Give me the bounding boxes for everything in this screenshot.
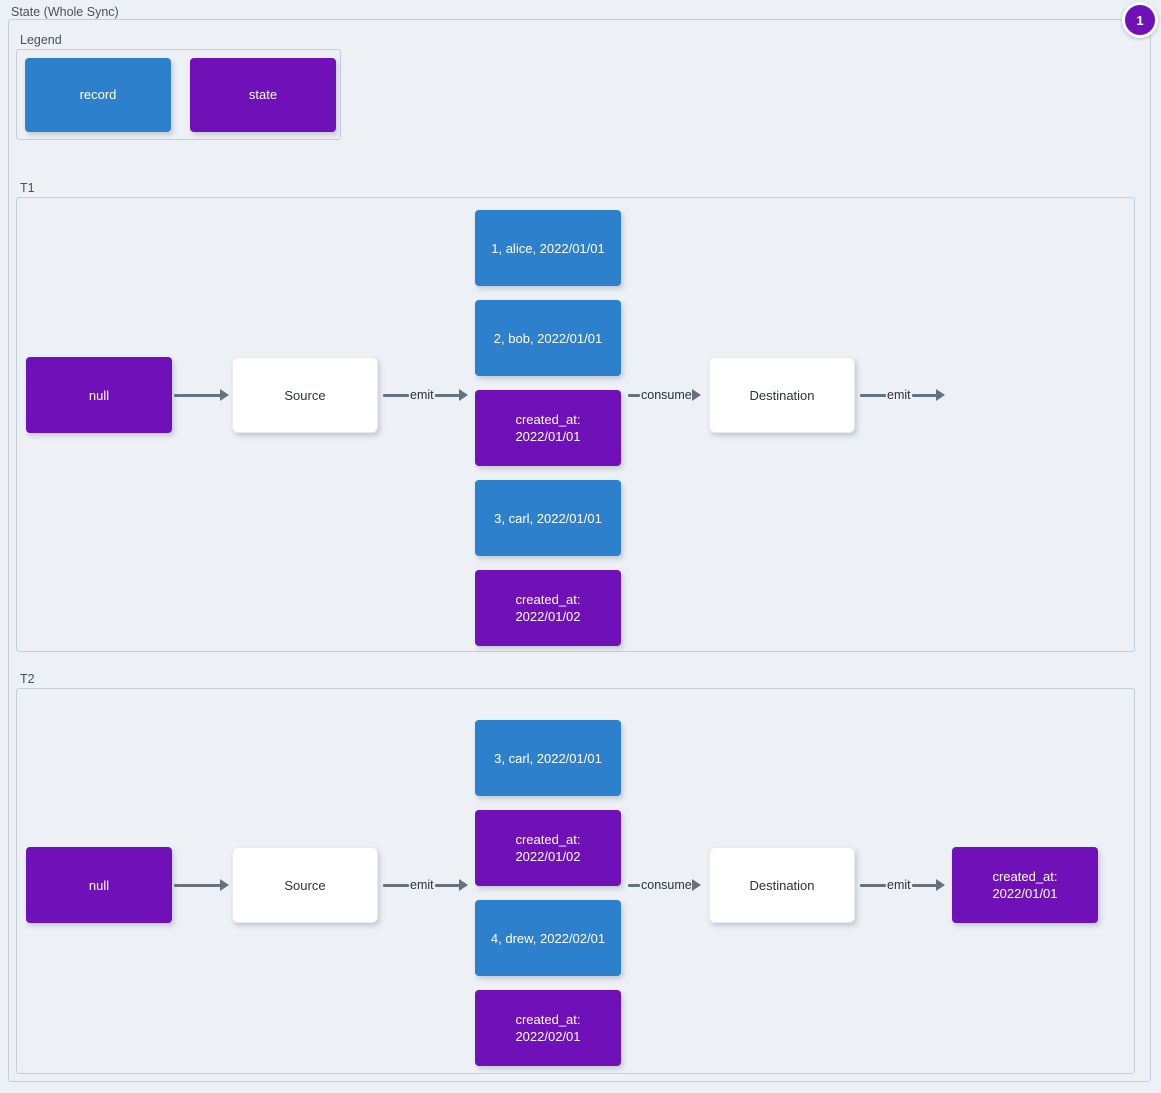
t2-destination-node: Destination [709,847,855,923]
t2-emit-label-2: emit [887,878,911,892]
t1-stream-item-4: created_at: 2022/01/02 [475,570,621,646]
t2-stream-item-3: created_at: 2022/02/01 [475,990,621,1066]
t1-stream-item-0: 1, alice, 2022/01/01 [475,210,621,286]
t2-arrow-consume: consume [628,875,701,895]
section-t2: T2 null Source emit 3, carl, 2022/01/01 … [16,672,1135,1074]
section-t1-label: T1 [20,181,35,195]
t1-stream-item-1: 2, bob, 2022/01/01 [475,300,621,376]
t1-arrow-state-to-source [174,385,229,405]
t1-destination-node: Destination [709,357,855,433]
t2-arrow-state-to-source [174,875,229,895]
legend-label: Legend [20,33,62,47]
t2-consume-label: consume [641,878,692,892]
t1-emit-label-1: emit [410,388,434,402]
root-frame [8,19,1151,1082]
t1-arrow-emit-1: emit [383,385,468,405]
t1-stream-item-3: 3, carl, 2022/01/01 [475,480,621,556]
t1-stream-item-2: created_at: 2022/01/01 [475,390,621,466]
legend-swatch-record: record [25,57,171,132]
t1-arrow-consume: consume [628,385,701,405]
section-t1: T1 null Source emit 1, alice, 2022/01/01… [16,181,1135,652]
t1-initial-state: null [26,357,172,433]
t1-consume-label: consume [641,388,692,402]
t1-emit-label-2: emit [887,388,911,402]
t2-initial-state: null [26,847,172,923]
legend-panel: Legend record state [16,33,341,140]
status-badge[interactable]: 1 [1122,2,1158,38]
t2-stream-item-0: 3, carl, 2022/01/01 [475,720,621,796]
legend-swatch-state: state [190,57,336,132]
page-title: State (Whole Sync) [11,5,119,19]
t2-stream-item-1: created_at: 2022/01/02 [475,810,621,886]
t1-arrow-emit-2: emit [860,385,945,405]
t2-final-state: created_at: 2022/01/01 [952,847,1098,923]
t2-arrow-emit-1: emit [383,875,468,895]
section-t2-label: T2 [20,672,35,686]
t2-source-node: Source [232,847,378,923]
t2-emit-label-1: emit [410,878,434,892]
t2-stream-item-2: 4, drew, 2022/02/01 [475,900,621,976]
t2-arrow-emit-2: emit [860,875,945,895]
t1-source-node: Source [232,357,378,433]
